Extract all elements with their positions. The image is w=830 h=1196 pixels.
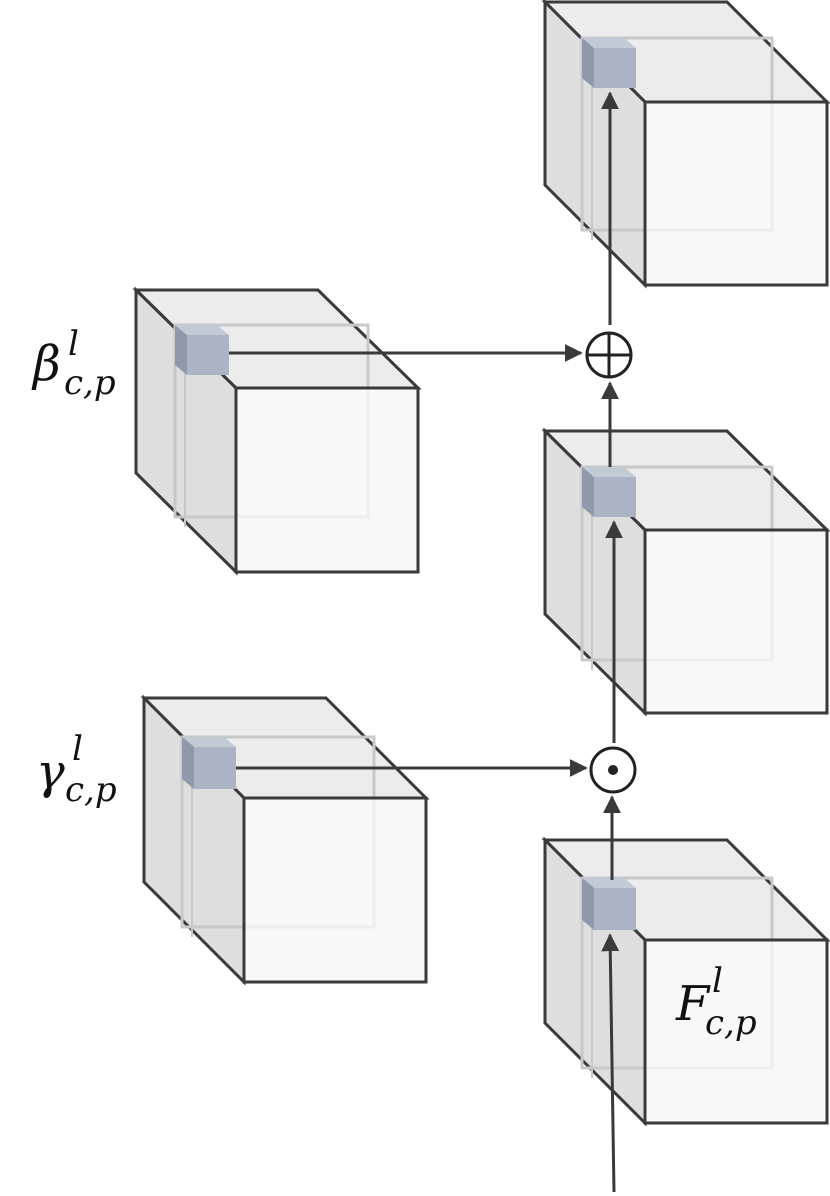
arrow-input-in (601, 933, 620, 1193)
beta-label: β l c,p (31, 324, 116, 403)
beta-parameter-cube (132, 286, 422, 576)
gamma-label: γ l c,p (36, 729, 117, 810)
add-operator (585, 331, 633, 379)
input-feature-cube (541, 836, 830, 1127)
multiply-operator (589, 746, 637, 794)
scaled-feature-cube (541, 427, 830, 717)
feature-label: F l c,p (675, 961, 757, 1043)
arrows (229, 91, 623, 1193)
output-feature-cube (541, 0, 830, 289)
gamma-parameter-cube (140, 694, 430, 986)
